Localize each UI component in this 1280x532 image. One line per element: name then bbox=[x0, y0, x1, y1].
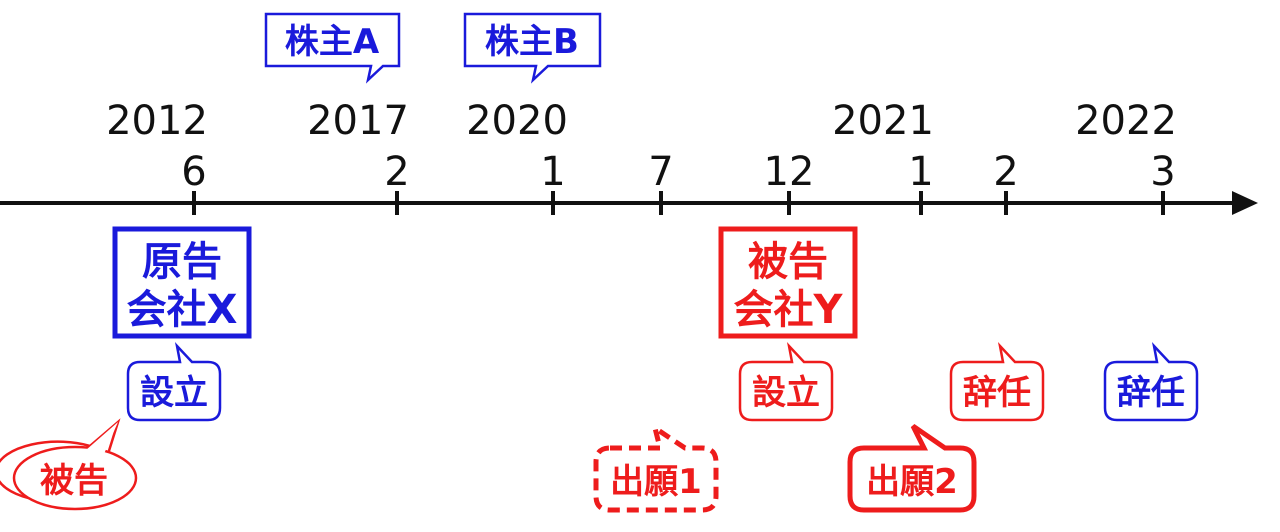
application-1-label: 出願1 bbox=[610, 462, 702, 502]
resign-blue-label: 辞任 bbox=[1117, 373, 1185, 413]
x-established-label: 設立 bbox=[140, 373, 208, 413]
month-label-1: 1 bbox=[540, 149, 565, 195]
timeline-arrowhead bbox=[1232, 191, 1258, 215]
defendant-label-box: 被告 bbox=[748, 239, 828, 285]
shareholder-a-label: 株主A bbox=[285, 22, 380, 62]
resign-blue-callout: 辞任 bbox=[1103, 342, 1199, 422]
y-established-label: 設立 bbox=[752, 373, 820, 413]
defendant-company-y-box: 被告 会社Y bbox=[718, 226, 858, 339]
year-label-2022: 2022 bbox=[1075, 98, 1177, 144]
resign-red-label: 辞任 bbox=[963, 373, 1031, 413]
defendant-oval-callout: 被告 bbox=[0, 418, 138, 511]
year-label-2021: 2021 bbox=[832, 98, 934, 144]
plaintiff-label: 原告 bbox=[142, 239, 222, 285]
plaintiff-company-x-box: 原告 会社X bbox=[112, 226, 252, 339]
company-x-label: 会社X bbox=[127, 287, 238, 333]
application-2-label: 出願2 bbox=[866, 462, 958, 502]
month-label-6: 6 bbox=[181, 149, 206, 195]
year-label-2017: 2017 bbox=[307, 98, 409, 144]
shareholder-b-label: 株主B bbox=[485, 22, 579, 62]
month-label-1b: 1 bbox=[908, 149, 933, 195]
month-label-2: 2 bbox=[384, 149, 409, 195]
x-established-callout: 設立 bbox=[126, 342, 222, 422]
company-y-label: 会社Y bbox=[734, 287, 844, 333]
resign-red-callout: 辞任 bbox=[949, 342, 1045, 422]
application-2-callout: 出願2 bbox=[847, 423, 977, 513]
defendant-oval-label: 被告 bbox=[40, 461, 108, 501]
year-label-2020: 2020 bbox=[466, 98, 568, 144]
y-established-callout: 設立 bbox=[738, 342, 834, 422]
shareholder-a-callout: 株主A bbox=[264, 12, 401, 84]
year-label-2012: 2012 bbox=[106, 98, 208, 144]
shareholder-b-callout: 株主B bbox=[463, 12, 602, 84]
application-1-callout: 出願1 bbox=[593, 422, 719, 513]
tick-marks bbox=[192, 191, 1165, 215]
month-label-7: 7 bbox=[648, 149, 673, 195]
month-label-2b: 2 bbox=[993, 149, 1018, 195]
month-label-12: 12 bbox=[764, 149, 815, 195]
month-label-3: 3 bbox=[1150, 149, 1175, 195]
